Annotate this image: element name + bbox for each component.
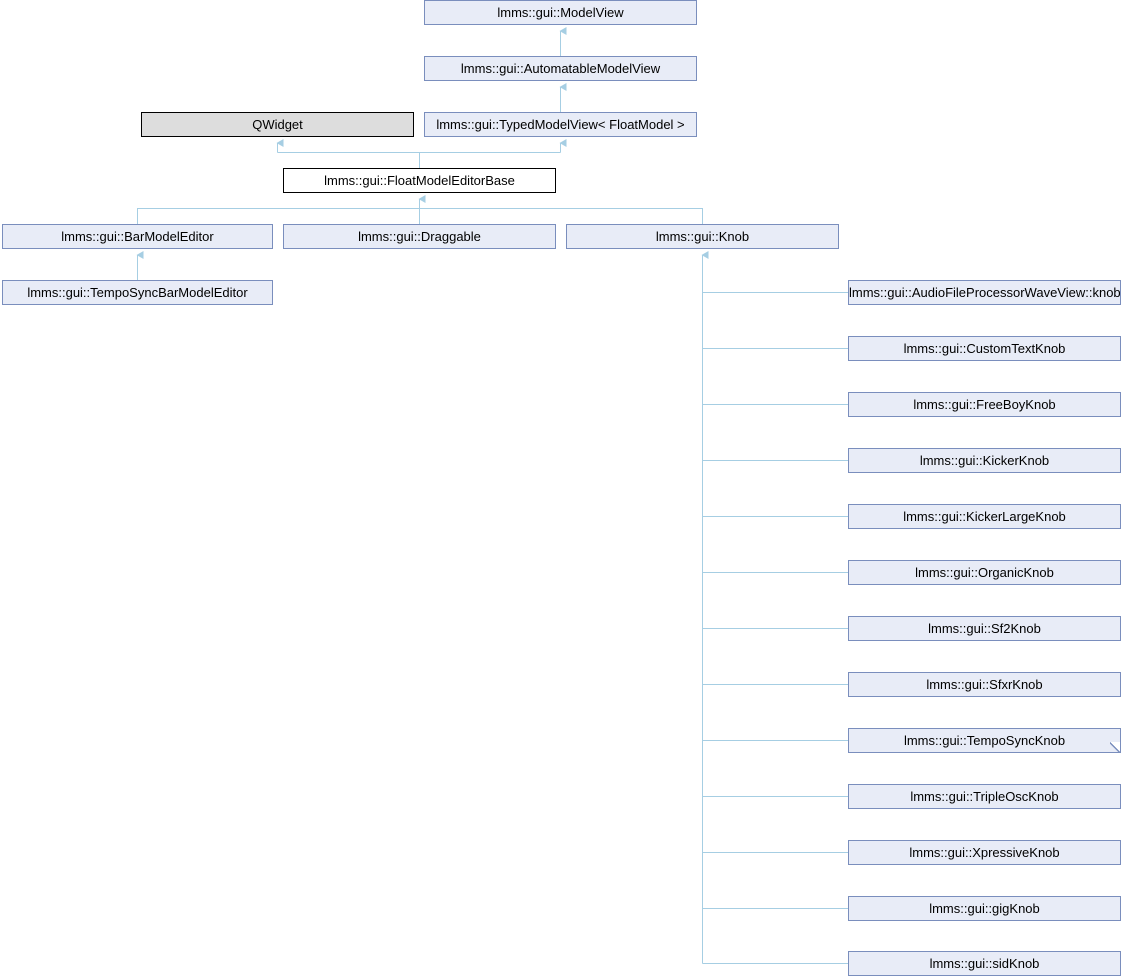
edge-row3-bus	[136, 207, 704, 224]
class-node-temposyncknob[interactable]: lmms::gui::TempoSyncKnob	[848, 728, 1121, 753]
edge-floateditor-bus	[277, 151, 421, 168]
class-node-floatmodeleditorbase[interactable]: lmms::gui::FloatModelEditorBase	[283, 168, 556, 193]
class-node-automatablemodelview[interactable]: lmms::gui::AutomatableModelView	[424, 56, 697, 81]
class-node-barmodeleditor[interactable]: lmms::gui::BarModelEditor	[2, 224, 273, 249]
class-node-xpressiveknob[interactable]: lmms::gui::XpressiveKnob	[848, 840, 1121, 865]
class-node-qwidget[interactable]: QWidget	[141, 112, 414, 137]
class-node-audiofileprocessorwaveview-knob[interactable]: lmms::gui::AudioFileProcessorWaveView::k…	[848, 280, 1121, 305]
class-node-kickerknob[interactable]: lmms::gui::KickerKnob	[848, 448, 1121, 473]
class-node-modelview[interactable]: lmms::gui::ModelView	[424, 0, 697, 25]
class-node-tripleoscknob[interactable]: lmms::gui::TripleOscKnob	[848, 784, 1121, 809]
class-node-freeboyknob[interactable]: lmms::gui::FreeBoyKnob	[848, 392, 1121, 417]
class-node-knob[interactable]: lmms::gui::Knob	[566, 224, 839, 249]
class-node-sf2knob[interactable]: lmms::gui::Sf2Knob	[848, 616, 1121, 641]
class-node-organicknob[interactable]: lmms::gui::OrganicKnob	[848, 560, 1121, 585]
class-node-customtextknob[interactable]: lmms::gui::CustomTextKnob	[848, 336, 1121, 361]
class-node-gigknob[interactable]: lmms::gui::gigKnob	[848, 896, 1121, 921]
class-node-temposyncbarmodeleditor[interactable]: lmms::gui::TempoSyncBarModelEditor	[2, 280, 273, 305]
class-node-sfxrknob[interactable]: lmms::gui::SfxrKnob	[848, 672, 1121, 697]
class-node-sidknob[interactable]: lmms::gui::sidKnob	[848, 951, 1121, 976]
class-node-typedmodelview[interactable]: lmms::gui::TypedModelView< FloatModel >	[424, 112, 697, 137]
class-node-draggable[interactable]: lmms::gui::Draggable	[283, 224, 556, 249]
class-node-kickerlargeknob[interactable]: lmms::gui::KickerLargeKnob	[848, 504, 1121, 529]
